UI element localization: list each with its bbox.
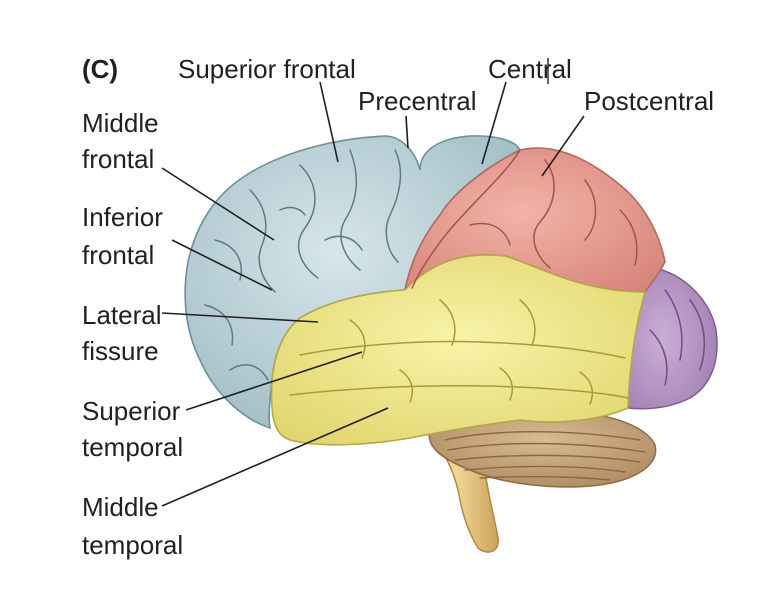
label-inferior-frontal-line2: frontal — [82, 240, 154, 270]
panel-label: (C) — [82, 54, 118, 84]
label-precentral: Precentral — [358, 86, 477, 116]
label-superior-frontal: Superior frontal — [178, 54, 356, 84]
label-lateral-fissure-line2: fissure — [82, 336, 159, 366]
label-inferior-frontal-line1: Inferior — [82, 202, 163, 232]
label-superior-temporal-line2: temporal — [82, 432, 183, 462]
leader-precentral — [406, 116, 408, 148]
label-postcentral: Postcentral — [584, 86, 714, 116]
label-middle-temporal-line2: temporal — [82, 530, 183, 560]
label-superior-temporal-line1: Superior — [82, 396, 181, 426]
label-middle-frontal-line2: frontal — [82, 144, 154, 174]
label-central: Central — [488, 54, 572, 84]
label-lateral-fissure-line1: Lateral — [82, 300, 162, 330]
label-middle-frontal-line1: Middle — [82, 108, 159, 138]
label-middle-temporal-line1: Middle — [82, 492, 159, 522]
